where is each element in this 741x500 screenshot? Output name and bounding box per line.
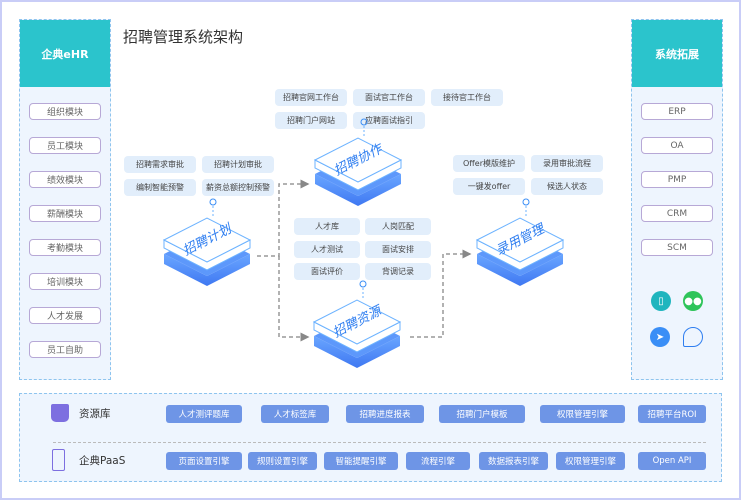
collab-tag: 应聘面试指引: [353, 112, 425, 129]
paas-button[interactable]: Open API: [638, 452, 706, 470]
paas-button[interactable]: 流程引擎: [406, 452, 470, 470]
resource-tag: 面试评价: [294, 263, 360, 280]
offer-tag: 一键发offer: [453, 178, 525, 195]
page-title: 招聘管理系统架构: [123, 28, 244, 46]
resource-lib-label: 资源库: [79, 408, 111, 420]
module-item[interactable]: 考勤模块: [29, 239, 101, 256]
resource-tag: 人才测试: [294, 241, 360, 258]
offer-tag: 候选人状态: [531, 178, 603, 195]
paas-button[interactable]: 页面设置引擎: [166, 452, 242, 470]
offer-tag: Offer模版维护: [453, 155, 525, 172]
module-item[interactable]: 员工模块: [29, 137, 101, 154]
wechat-icon: ●●: [683, 291, 703, 311]
module-item[interactable]: 绩效模块: [29, 171, 101, 188]
paas-label: 企典PaaS: [79, 455, 126, 467]
plan-tag: 薪资总额控制预警: [202, 179, 274, 196]
paas-button[interactable]: 权限管理引擎: [556, 452, 625, 470]
resource-node-icon: [359, 280, 367, 288]
resource-tag: 人才库: [294, 218, 360, 235]
bottom-platform-panel: 资源库 人才测评题库 人才标签库 招聘进度报表 招聘门户模板 权限管理引擎 招聘…: [19, 393, 722, 482]
system-item[interactable]: PMP: [641, 171, 713, 188]
plan-tag: 编制智能预警: [124, 179, 196, 196]
paas-device-icon: [52, 449, 65, 471]
system-item[interactable]: CRM: [641, 205, 713, 222]
plan-tag: 招聘计划审批: [202, 156, 274, 173]
module-item[interactable]: 员工自助: [29, 341, 101, 358]
offer-tag: 录用审批流程: [531, 155, 603, 172]
plan-block-top: [162, 217, 252, 263]
resource-lib-button[interactable]: 人才标签库: [261, 405, 329, 423]
offer-node-icon: [522, 198, 530, 206]
module-item[interactable]: 薪酬模块: [29, 205, 101, 222]
resource-lib-button[interactable]: 招聘平台ROI: [638, 405, 706, 423]
collab-node-icon: [360, 118, 368, 126]
collab-tag: 面试官工作台: [353, 89, 425, 106]
resource-lib-button[interactable]: 招聘进度报表: [346, 405, 424, 423]
chat-bubble-icon: [683, 327, 703, 347]
plan-tag: 招聘需求审批: [124, 156, 196, 173]
system-item[interactable]: ERP: [641, 103, 713, 120]
arrow-plan-to-flows: [257, 179, 310, 257]
dingtalk-icon: ➤: [650, 327, 670, 347]
resource-block-base: [314, 336, 400, 368]
module-item[interactable]: 人才发展: [29, 307, 101, 324]
resource-lib-button[interactable]: 招聘门户模板: [439, 405, 525, 423]
resource-box-icon: [51, 404, 69, 422]
plan-block-base: [164, 254, 250, 286]
resource-lib-button[interactable]: 人才测评题库: [166, 405, 242, 423]
offer-block-base: [477, 254, 563, 286]
system-item[interactable]: OA: [641, 137, 713, 154]
paas-button[interactable]: 数据报表引擎: [479, 452, 548, 470]
resource-tag: 背调记录: [365, 263, 431, 280]
paas-button[interactable]: 规则设置引擎: [248, 452, 317, 470]
right-panel-extension: 系统拓展 ERP OA PMP CRM SCM ▯ ●● ➤: [631, 19, 723, 380]
module-item[interactable]: 培训模块: [29, 273, 101, 290]
collab-tag: 招聘官网工作台: [275, 89, 347, 106]
collab-block-base: [315, 174, 401, 206]
offer-block-top: [475, 217, 565, 263]
module-item[interactable]: 组织模块: [29, 103, 101, 120]
resource-block-top: [312, 299, 402, 345]
mobile-app-icon: ▯: [651, 291, 671, 311]
right-panel-header: 系统拓展: [632, 20, 722, 87]
collab-tag: 招聘门户网站: [275, 112, 347, 129]
system-item[interactable]: SCM: [641, 239, 713, 256]
resource-tag: 面试安排: [365, 241, 431, 258]
left-panel-ehr: 企典eHR 组织模块 员工模块 绩效模块 薪酬模块 考勤模块 培训模块 人才发展…: [19, 19, 111, 380]
arrow-resource-to-offer: [410, 249, 472, 338]
arrow-to-resource: [278, 256, 310, 342]
resource-lib-button[interactable]: 权限管理引擎: [540, 405, 625, 423]
collab-tag: 接待官工作台: [431, 89, 503, 106]
resource-tag: 人岗匹配: [365, 218, 431, 235]
paas-button[interactable]: 智能提醒引擎: [324, 452, 398, 470]
row-divider: [53, 442, 706, 443]
collab-block-top: [313, 137, 403, 183]
plan-node-icon: [209, 198, 217, 206]
left-panel-header: 企典eHR: [20, 20, 110, 87]
